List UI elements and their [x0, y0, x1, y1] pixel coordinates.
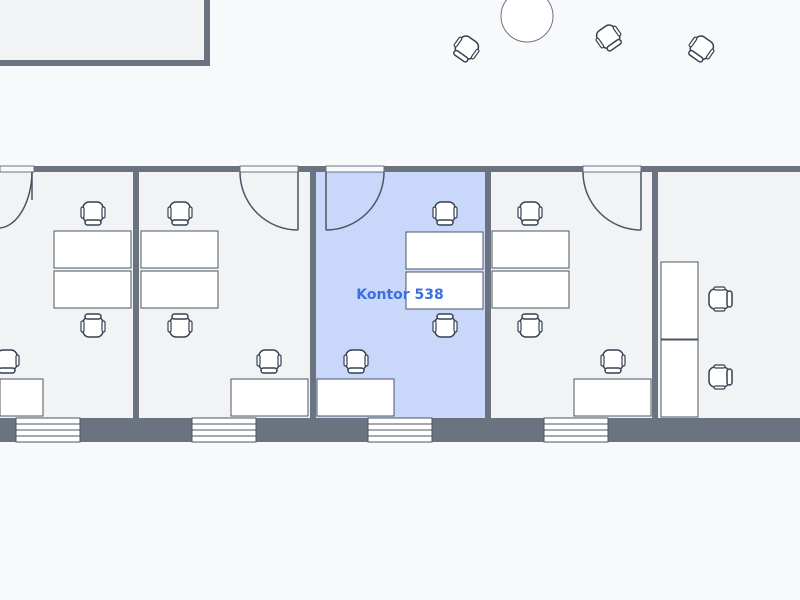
window-vent	[367, 417, 433, 443]
chair-icon	[167, 201, 193, 226]
room-top-left[interactable]	[0, 0, 210, 66]
window-vent	[191, 417, 257, 443]
door-office-selected	[325, 165, 385, 231]
window-vent	[543, 417, 609, 443]
desks	[0, 230, 699, 418]
chair-icon	[432, 313, 458, 338]
chair-icon	[167, 313, 193, 338]
door-office-2	[239, 165, 299, 231]
chair-icon	[80, 313, 106, 338]
round-table	[500, 0, 554, 43]
chair-icon	[708, 286, 733, 312]
door-office-1	[0, 165, 35, 229]
door-office-4	[582, 165, 642, 231]
chair-icon	[343, 349, 369, 374]
chair-icon	[708, 364, 733, 390]
chair-icon	[80, 201, 106, 226]
chair-icon	[517, 313, 543, 338]
chair-icon	[517, 201, 543, 226]
window-vent	[15, 417, 81, 443]
chair-icon	[600, 349, 626, 374]
chair-icon	[432, 201, 458, 226]
chair-icon	[256, 349, 282, 374]
